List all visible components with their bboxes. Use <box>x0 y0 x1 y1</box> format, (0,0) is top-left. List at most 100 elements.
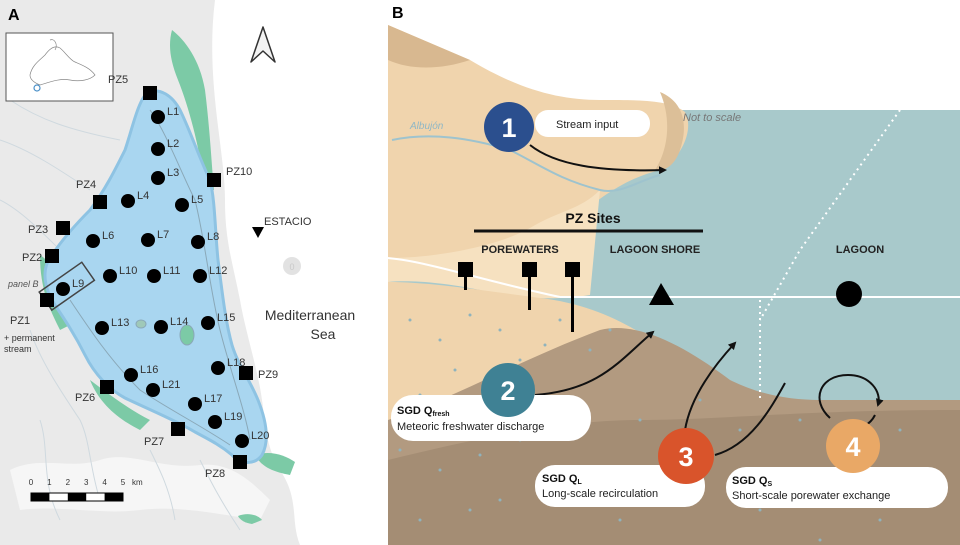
stream-note-line2: stream <box>4 344 32 354</box>
lagoon-site-l21 <box>146 383 160 397</box>
lagoon-site-l4 <box>121 194 135 208</box>
sediment-dot <box>438 338 442 342</box>
sediment-dot <box>468 508 472 512</box>
process-3-number: 3 <box>678 442 693 472</box>
process-4-number: 4 <box>845 432 860 462</box>
fresh-discharge-arrow <box>534 330 655 396</box>
lagoon-site-l15 <box>201 316 215 330</box>
sea-label-line1: Mediterranean <box>265 307 355 323</box>
lagoon-site-l20 <box>235 434 249 448</box>
sediment-dot <box>758 508 762 512</box>
process-callout-3: SGD QL Long-scale recirculation 3 <box>535 428 714 507</box>
lagoon-site-label: L11 <box>163 265 181 277</box>
pz-site-label: PZ6 <box>75 392 95 404</box>
scale-tick-label: 0 <box>29 478 34 487</box>
lagoon-site-label: L15 <box>217 312 235 324</box>
lagoon-site-l9 <box>56 282 70 296</box>
lagoon-site-l18 <box>211 361 225 375</box>
process-2-number: 2 <box>500 376 515 406</box>
process-1-number: 1 <box>501 113 516 143</box>
lagoon-site-label: L19 <box>224 411 242 423</box>
wetland-se <box>255 452 295 475</box>
sediment-dot <box>798 418 802 422</box>
lagoon-site-l2 <box>151 142 165 156</box>
piezometer-shallow <box>458 262 473 290</box>
pz-site-pz7 <box>171 422 185 436</box>
lagoon-site-label: L1 <box>167 106 179 118</box>
lagoon-site-label: L6 <box>102 230 114 242</box>
lagoon-site-label: L2 <box>167 138 179 150</box>
lagoon-site-l12 <box>193 269 207 283</box>
stream-name: Albujón <box>409 121 444 132</box>
lagoon-site-label: L10 <box>119 265 137 277</box>
sediment-dot <box>738 428 742 432</box>
lagoon-site-l1 <box>151 110 165 124</box>
sediment-dot <box>898 428 902 432</box>
lagoon-site-label: L4 <box>137 190 149 202</box>
lagoon-site-l8 <box>191 235 205 249</box>
pz-site-pz3 <box>56 221 70 235</box>
pz-site-pz8 <box>233 455 247 469</box>
lagoon-site-label: L17 <box>204 393 222 405</box>
sediment-dot <box>543 343 547 347</box>
sediment-dot <box>478 453 482 457</box>
process-1-desc: Stream input <box>556 119 618 131</box>
lagoon-site-l14 <box>154 320 168 334</box>
pz-site-pz10 <box>207 173 221 187</box>
sea-label-line2: Sea <box>311 326 336 342</box>
lagoon-site-label: L13 <box>111 317 129 329</box>
sediment-dot <box>453 368 457 372</box>
panel-b-diagram: Albujón Not to scale B PZ Sites POREWATE… <box>387 5 960 545</box>
process-callout-1: Stream input 1 <box>484 102 650 152</box>
sediment-dot <box>698 398 702 402</box>
recirculation-arrow-down <box>714 382 786 456</box>
panel-b-label: B <box>392 5 404 22</box>
pz-site-label: PZ9 <box>258 369 278 381</box>
stream-flow-arrow <box>529 144 667 175</box>
process-4-desc: Short-scale porewater exchange <box>732 490 890 502</box>
process-3-desc: Long-scale recirculation <box>542 488 658 500</box>
sediment-dot <box>618 518 622 522</box>
scale-bar <box>30 492 124 502</box>
sediment-dot <box>398 448 402 452</box>
lagoon-contour <box>69 299 231 446</box>
pz-site-label: PZ8 <box>205 468 225 480</box>
panel-b-box-label: panel B <box>7 279 39 289</box>
lagoon-label: LAGOON <box>836 244 884 256</box>
upland-ridge <box>388 25 470 68</box>
sediment-dot <box>438 468 442 472</box>
scale-tick-label: 1 <box>47 478 52 487</box>
sky-gap <box>686 100 960 110</box>
panel-a-label: A <box>8 7 20 24</box>
upland-sand <box>388 25 689 258</box>
process-callout-2: SGD Qfresh Meteoric freshwater discharge… <box>391 363 591 441</box>
stream-note-line1: + permanent <box>4 333 55 343</box>
sea-feature <box>283 257 301 275</box>
sediment-dot <box>878 518 882 522</box>
pz-site-label: PZ3 <box>28 224 48 236</box>
lagoon-site-l11 <box>147 269 161 283</box>
lagoon-contour <box>149 109 251 441</box>
scale-tick-label: 3 <box>84 478 89 487</box>
europe-inset <box>5 32 114 102</box>
lagoon-site-label: L8 <box>207 231 219 243</box>
sediment-dot <box>818 538 822 542</box>
albujon-stream <box>391 135 661 192</box>
lagoon-site-l10 <box>103 269 117 283</box>
pz-site-pz4 <box>93 195 107 209</box>
north-arrow-icon <box>250 26 276 63</box>
lagoon-site-label: L16 <box>140 364 158 376</box>
sea-feature-label: 0 <box>289 262 294 272</box>
rivers <box>0 99 241 531</box>
pz-site-label: PZ5 <box>108 74 128 86</box>
process-3-badge <box>658 428 714 484</box>
sediment-dot <box>468 313 472 317</box>
pz-site-pz1 <box>40 293 54 307</box>
pz-site-pz2 <box>45 249 59 263</box>
lagoon-site-l6 <box>86 234 100 248</box>
